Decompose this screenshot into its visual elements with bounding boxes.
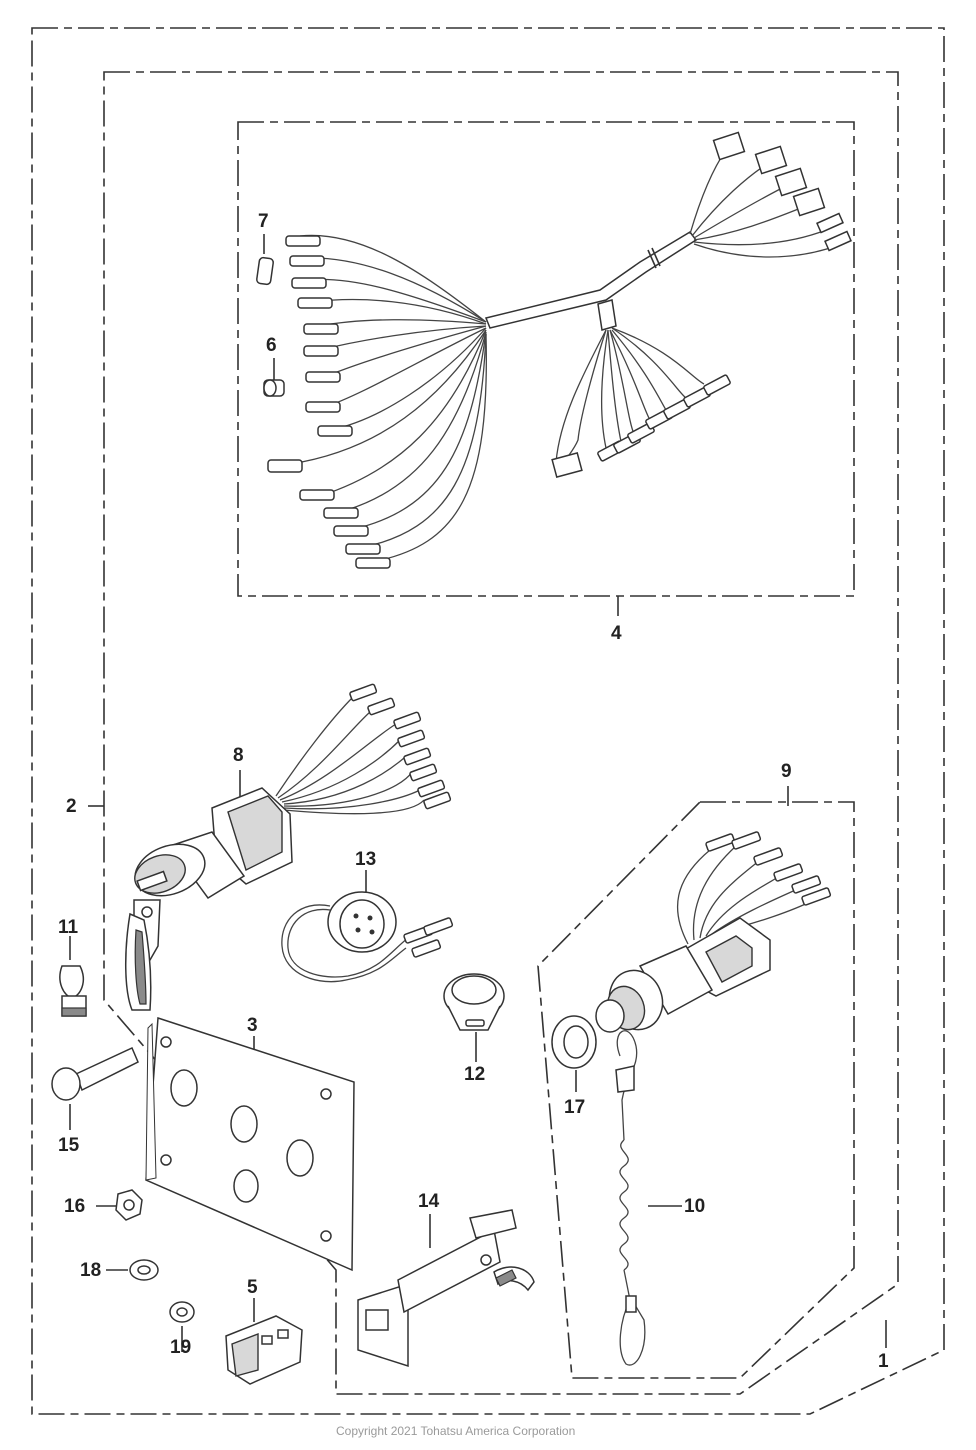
boundary-kit-2 <box>103 71 899 1395</box>
nut-part-16 <box>115 1189 143 1221</box>
copyright-text: Copyright 2021 Tohatsu America Corporati… <box>336 1424 576 1438</box>
callout-14: 14 <box>418 1191 440 1212</box>
callout-7: 7 <box>258 211 269 232</box>
bracket-part-14 <box>357 1209 535 1368</box>
callout-10: 10 <box>684 1196 706 1217</box>
callout-17: 17 <box>564 1097 586 1118</box>
callout-13: 13 <box>355 849 377 870</box>
callout-11: 11 <box>58 917 79 938</box>
pin-part-7 <box>256 256 274 286</box>
connector-part-5 <box>225 1315 303 1385</box>
leader-lines <box>69 234 887 1352</box>
clamp-part-12 <box>443 973 505 1031</box>
washer-part-18 <box>129 1259 159 1281</box>
callout-12: 12 <box>464 1064 486 1085</box>
callout-15: 15 <box>58 1135 80 1156</box>
callout-8: 8 <box>233 745 244 766</box>
callout-6: 6 <box>266 335 277 356</box>
washer-part-19 <box>169 1301 195 1323</box>
plate-part-3 <box>145 1016 355 1272</box>
callout-5: 5 <box>247 1277 258 1298</box>
callout-18: 18 <box>80 1260 102 1281</box>
callout-19: 19 <box>170 1337 192 1358</box>
lanyard-part-10 <box>615 1030 646 1366</box>
cap-part-6 <box>263 379 285 397</box>
callout-2: 2 <box>66 796 77 817</box>
clip-part-11 <box>59 965 87 1017</box>
callout-9: 9 <box>781 761 792 782</box>
callout-3: 3 <box>247 1015 258 1036</box>
boundary-kit-1 <box>31 27 945 1415</box>
callout-16: 16 <box>64 1196 86 1217</box>
stop-switch-assembly <box>595 831 832 1033</box>
callout-4: 4 <box>611 623 622 644</box>
screw-part-15 <box>51 1046 139 1101</box>
boundary-switch-9 <box>537 801 855 1379</box>
wire-harness-part-4 <box>267 131 852 569</box>
key-switch-part-8 <box>125 683 452 1011</box>
callout-1: 1 <box>878 1351 889 1372</box>
boundary-harness-4 <box>237 121 855 597</box>
nut-part-17 <box>551 1015 597 1069</box>
buzzer-part-13 <box>281 891 454 983</box>
